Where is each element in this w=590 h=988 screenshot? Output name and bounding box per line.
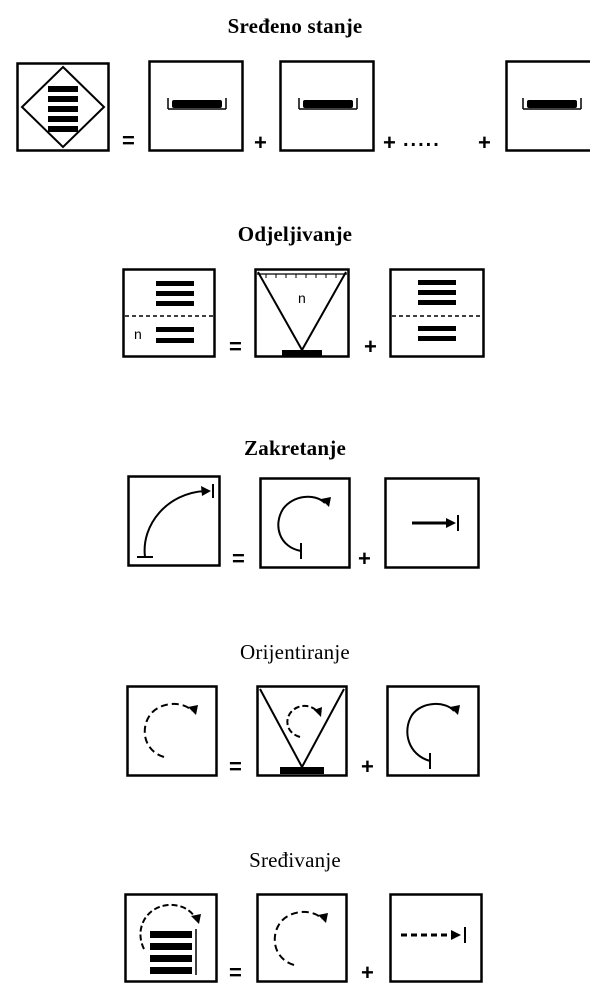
solid-arc-box [386, 685, 480, 777]
separator-funnel-box [254, 268, 350, 358]
plus-sign: + [361, 754, 374, 779]
equals-sign: = [122, 128, 135, 153]
section-title-odjeljivanje: Odjeljivanje [237, 222, 353, 246]
split-stack-box [122, 268, 216, 358]
equals-sign: = [229, 960, 242, 985]
equals-sign: = [229, 334, 242, 359]
stack-count-label: n [134, 326, 142, 342]
plus-sign: + [358, 546, 371, 571]
dashed-arc-box [126, 685, 218, 777]
plate-box-2 [279, 60, 375, 152]
equals-sign: = [229, 754, 242, 779]
equals-sign: = [232, 546, 245, 571]
section-title-zakretanje: Zakretanje [244, 436, 346, 460]
dashed-rotation-box [256, 893, 348, 983]
plate-box-1 [148, 60, 244, 152]
plus-sign: + [361, 960, 374, 985]
stack-count-label: n [298, 290, 306, 306]
plate-box-n [505, 60, 590, 152]
section-title-sredivanje: Sređivanje [249, 848, 341, 872]
section-title-sredeno-stanje: Sređeno stanje [227, 14, 363, 38]
diamond-stack-box [16, 62, 110, 152]
straight-arrow-box [384, 477, 480, 569]
split-stack-result-box [389, 268, 485, 358]
funnel-arc-box [256, 685, 348, 777]
plus-sign: + [364, 334, 377, 359]
plus-sign: + [478, 130, 491, 155]
plus-sign: + [383, 130, 396, 155]
section-title-orijentiranje: Orijentiranje [240, 640, 350, 664]
stack-arc-box [124, 893, 218, 983]
dashed-arrow-box [389, 893, 483, 983]
rotation-arc-box [259, 477, 351, 569]
ellipsis: ..... [403, 129, 441, 151]
arc-arrow-box [127, 475, 221, 567]
plus-sign: + [254, 130, 267, 155]
